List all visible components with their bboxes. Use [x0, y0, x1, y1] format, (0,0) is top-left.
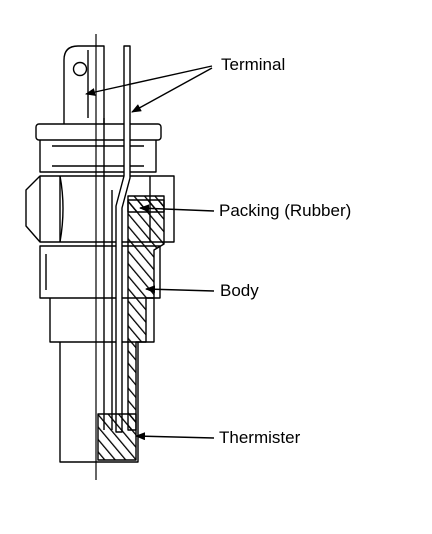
insulator-collar	[35, 118, 162, 173]
body-section	[127, 199, 165, 431]
thermister-label: Thermister	[219, 428, 301, 447]
terminal-label: Terminal	[221, 55, 286, 74]
body-arrow	[145, 285, 215, 294]
callout-arrows	[85, 65, 215, 441]
body-label: Body	[220, 281, 259, 300]
thermister-arrow	[135, 432, 215, 441]
probe-shank	[49, 298, 155, 463]
threaded-section	[39, 245, 161, 299]
inner-lead	[103, 45, 131, 433]
packing-label: Packing (Rubber)	[219, 201, 352, 220]
terminal-arrow-inner	[131, 67, 213, 113]
packing-arrow	[139, 204, 215, 213]
terminal-arrow-outer	[85, 65, 213, 96]
rubber-packing	[127, 195, 165, 213]
terminal-mounting-hole	[72, 61, 88, 77]
terminal-blade	[63, 45, 105, 118]
thermistor-element	[97, 413, 137, 461]
